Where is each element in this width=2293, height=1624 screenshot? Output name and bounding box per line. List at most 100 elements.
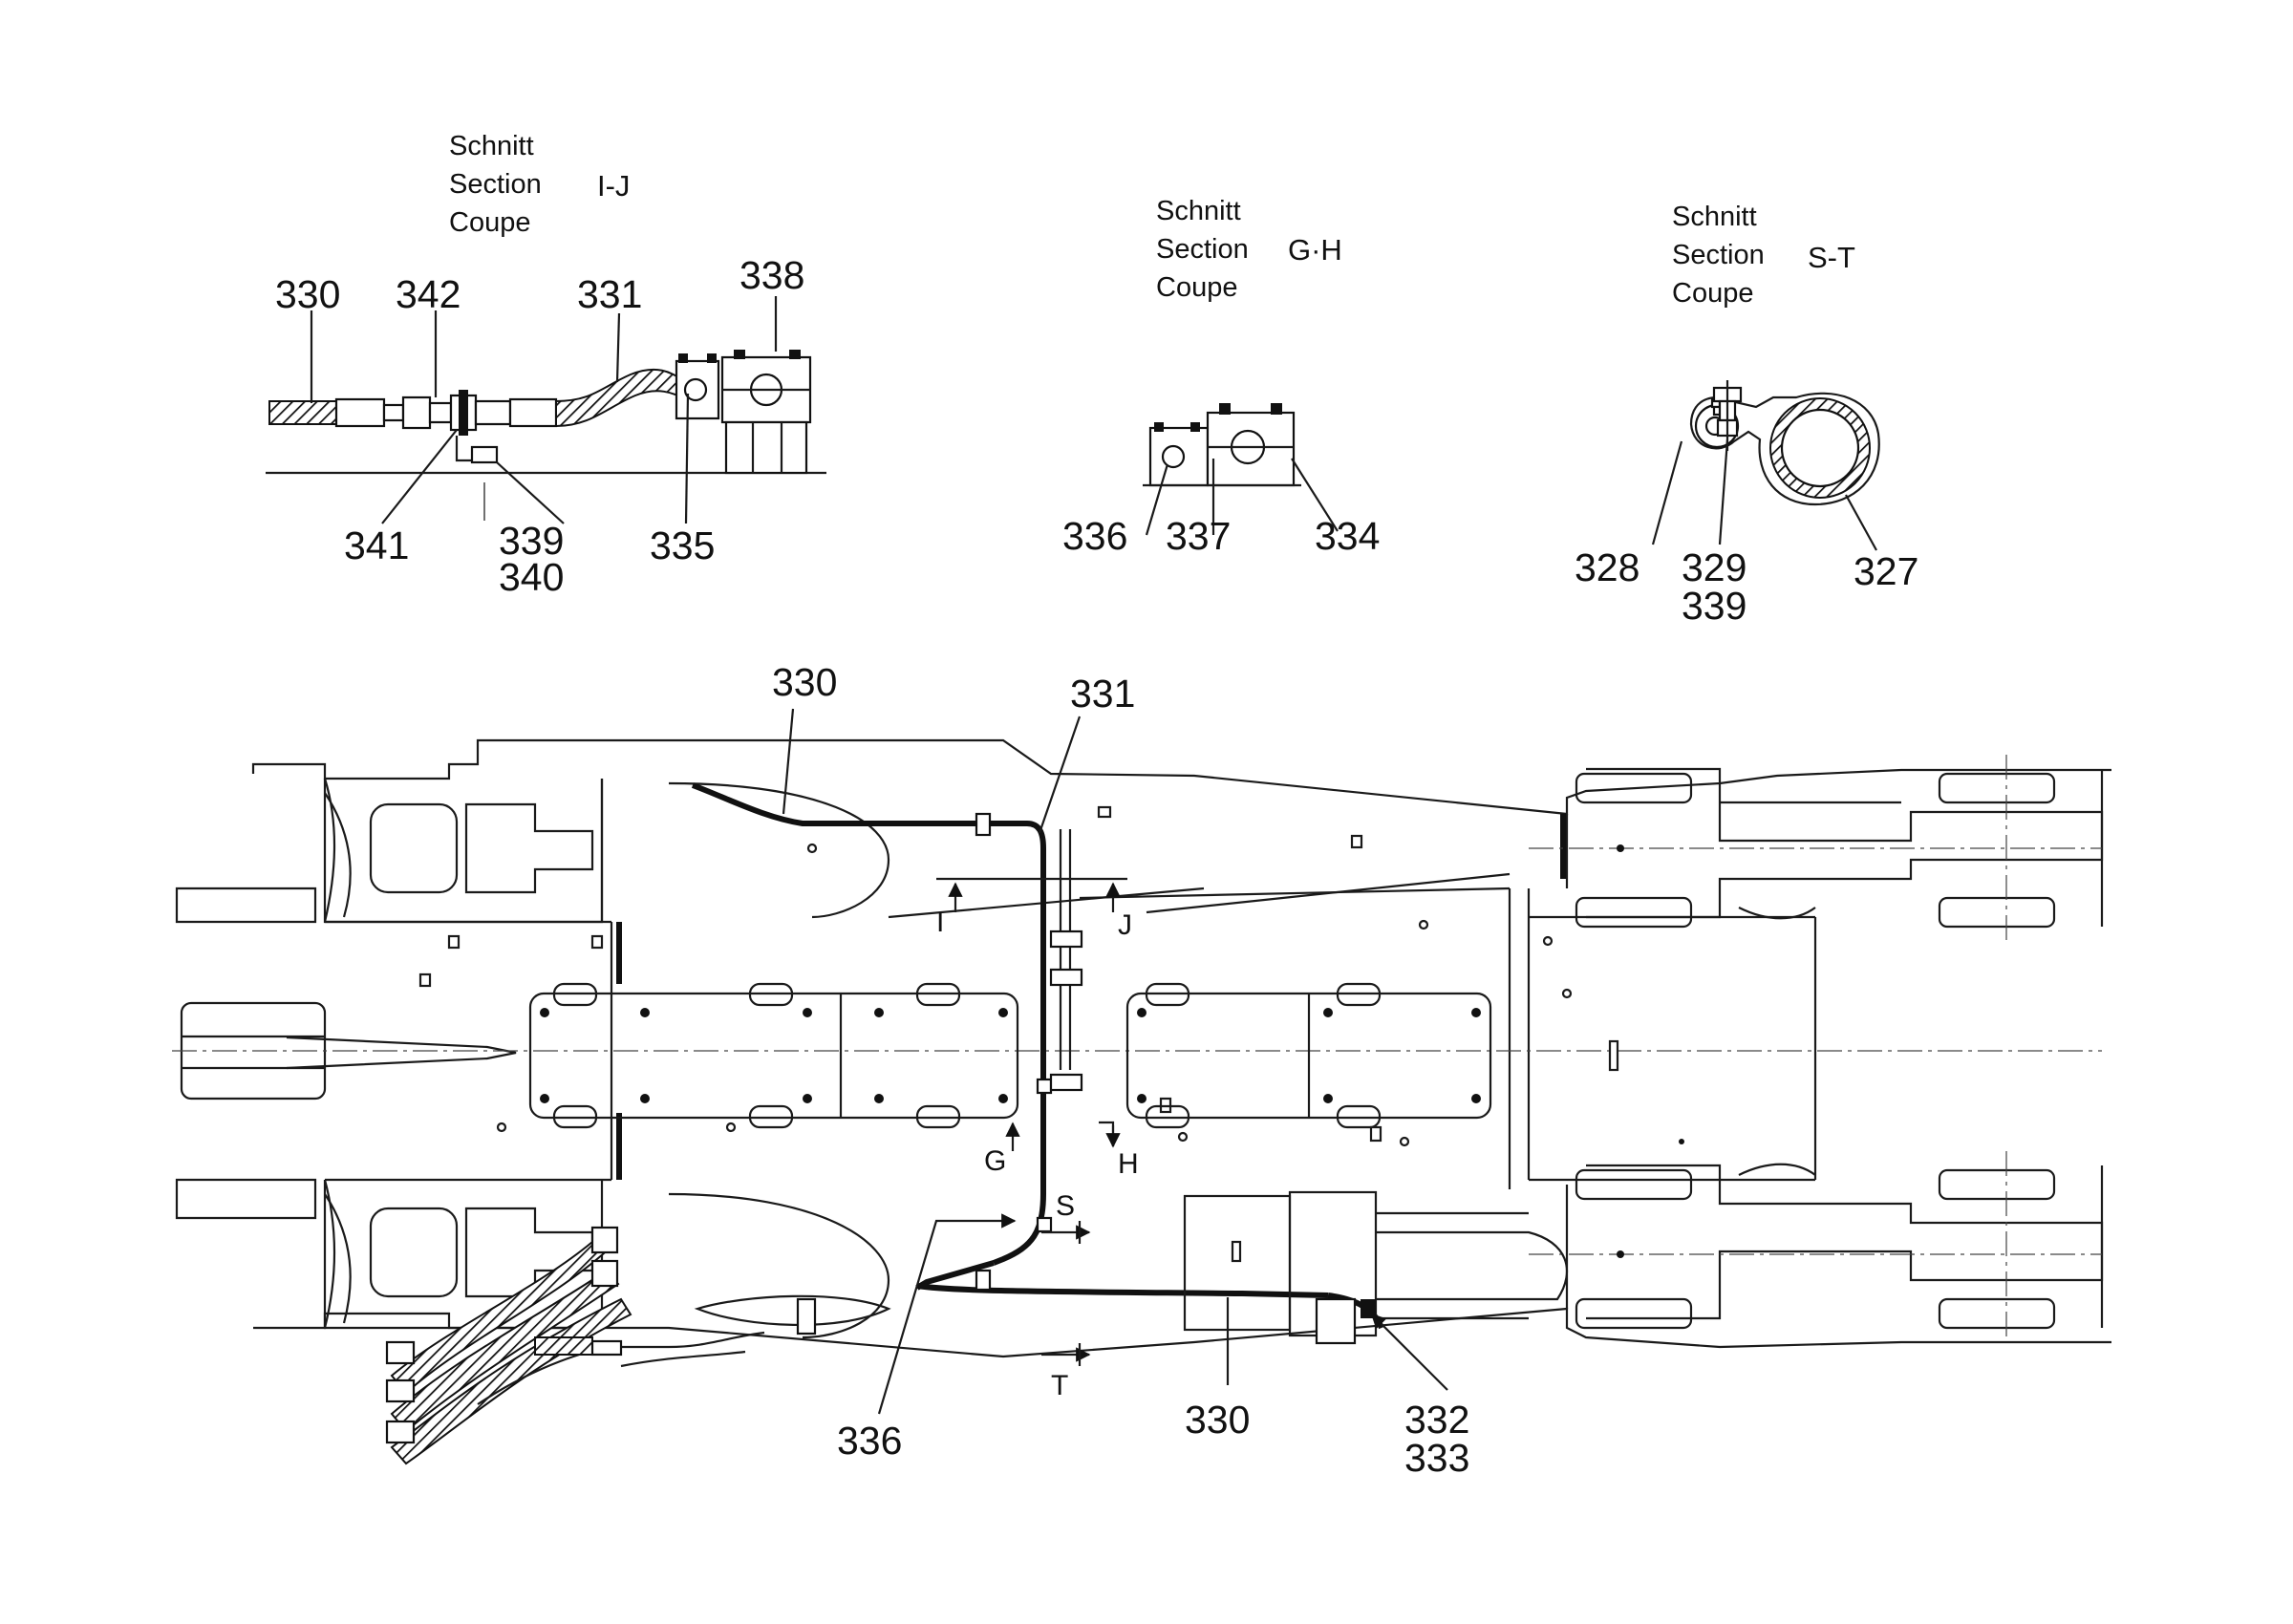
ij-callout-335: 335 (650, 524, 715, 567)
upper-left-window (369, 802, 459, 894)
ij-support-block (724, 420, 808, 475)
cut-t-label: T (1051, 1370, 1068, 1401)
bolt-6 (540, 1094, 549, 1103)
bolt-3 (803, 1008, 812, 1017)
gh-bolt-c (1219, 403, 1231, 415)
hose-swivel-2 (590, 1259, 619, 1288)
st-leader-328 (1651, 440, 1683, 545)
section-st-cut-id: S-T (1808, 241, 1855, 274)
ij-union (428, 401, 453, 424)
lower-outrigger-body (1586, 1164, 2104, 1320)
hose-bracket-c (1049, 1073, 1083, 1092)
upper-outrigger-body (1586, 767, 2104, 919)
cut-i-label: I (936, 907, 944, 938)
cylinder-rod-eye (1376, 1230, 1569, 1301)
main-leader-332 (1370, 1313, 1448, 1391)
turntable-mounting-plates (528, 982, 1492, 1129)
central-line-c (1146, 872, 1511, 914)
hole-15 (1561, 988, 1573, 999)
hole-13 (1177, 1131, 1189, 1143)
plate-slot-5 (748, 1104, 794, 1129)
cylinder-barrel (1183, 1194, 1292, 1332)
st-callout-329: 329 (1682, 545, 1747, 589)
tank-clamp (796, 1297, 817, 1336)
section-st-label-en: Section (1672, 240, 1765, 270)
lower-outrigger (1575, 1163, 2104, 1330)
upper-deflector-curve (668, 781, 890, 919)
bolt-7 (640, 1094, 650, 1103)
lower-coupler (975, 1269, 992, 1292)
main-leader-330-top (782, 708, 795, 815)
ij-bolt-a (678, 353, 688, 363)
section-ij-label-en: Section (449, 169, 542, 200)
mid-clamp (1036, 1078, 1053, 1095)
lower-outrigger-curve (1738, 1163, 1816, 1176)
plate-slot-10 (1336, 1104, 1382, 1129)
hose-bracket-a (1049, 930, 1083, 949)
hole-12 (1542, 935, 1554, 947)
lower-mid-window (464, 1207, 594, 1298)
gh-callout-336: 336 (1062, 514, 1127, 558)
gh-leader-336 (1145, 463, 1169, 536)
main-callout-331: 331 (1070, 672, 1135, 716)
central-line-b (1079, 887, 1511, 900)
cut-g-label: G (984, 1145, 1006, 1177)
section-gh-cut-id: G·H (1288, 233, 1342, 267)
cut-markers: I J G H S T (936, 877, 1139, 1401)
section-ij-view: Schnitt Section Coupe I-J (266, 131, 826, 599)
hole-11 (1418, 919, 1429, 930)
cut-h-label: H (1118, 1148, 1139, 1180)
plate-slot-3 (915, 982, 961, 1007)
ij-hose-330 (268, 400, 337, 425)
hole-2 (418, 972, 432, 988)
dot-1 (1617, 844, 1624, 852)
cut-h-bracket (1099, 1121, 1115, 1146)
bolt-1 (540, 1008, 549, 1017)
plate-slot-1 (552, 982, 598, 1007)
ij-leader-341 (381, 429, 458, 524)
lower-outrigger-pad-d (1938, 1297, 2056, 1330)
lower-outrigger-pad-c (1938, 1168, 2056, 1201)
lower-left-rail-curve-a (323, 1179, 336, 1329)
lower-left-rail-curve-b (324, 1193, 352, 1324)
plate-slot-8 (1336, 982, 1382, 1007)
hole-10 (725, 1122, 737, 1133)
gh-leader-334 (1291, 458, 1339, 532)
hole-6 (1159, 1097, 1172, 1114)
hose-end-3 (385, 1420, 416, 1444)
upper-mid-window (464, 802, 594, 894)
hose-fitting-b (590, 1339, 623, 1357)
plate-slot-6 (915, 1104, 961, 1129)
section-st-label-fr: Coupe (1672, 278, 1753, 309)
line-331-vertical (992, 821, 1046, 1266)
hose-fitting-a (534, 1336, 593, 1356)
hole-4 (1350, 834, 1363, 849)
dot-3 (1679, 1139, 1684, 1144)
swing-cylinder-hoses (385, 1226, 891, 1465)
section-gh-view: Schnitt Section Coupe G·H 336 337 334 (1062, 196, 1380, 558)
bolt-10 (998, 1094, 1008, 1103)
bolt-5 (998, 1008, 1008, 1017)
section-ij-heading: Schnitt Section Coupe I-J (449, 131, 630, 238)
upper-coupler (975, 812, 992, 837)
hole-9 (496, 1122, 507, 1133)
pressure-switch-332 (1315, 1297, 1357, 1345)
plate-slot-2 (748, 982, 794, 1007)
swing-cylinder (1183, 1190, 1569, 1345)
ij-fitting-nipple (382, 403, 405, 422)
left-mount-plate (528, 992, 1019, 1120)
section-st-heading: Schnitt Section Coupe S-T (1672, 202, 1855, 309)
line-330-lower (916, 1283, 1329, 1298)
hose-end-2 (385, 1378, 416, 1403)
ij-leader-335 (684, 393, 690, 524)
hose-bracket-b (1049, 968, 1083, 987)
plate-slot-7 (1145, 982, 1190, 1007)
dot-2 (1617, 1250, 1624, 1258)
gh-bolt-d (1271, 403, 1282, 415)
upper-outrigger-pad-d (1938, 896, 2056, 929)
cut-s-label: S (1056, 1190, 1075, 1222)
section-gh-heading: Schnitt Section Coupe G·H (1156, 196, 1342, 303)
main-leader-331 (1038, 716, 1082, 834)
ij-hose-end (508, 397, 558, 428)
ij-callout-338: 338 (739, 253, 804, 297)
